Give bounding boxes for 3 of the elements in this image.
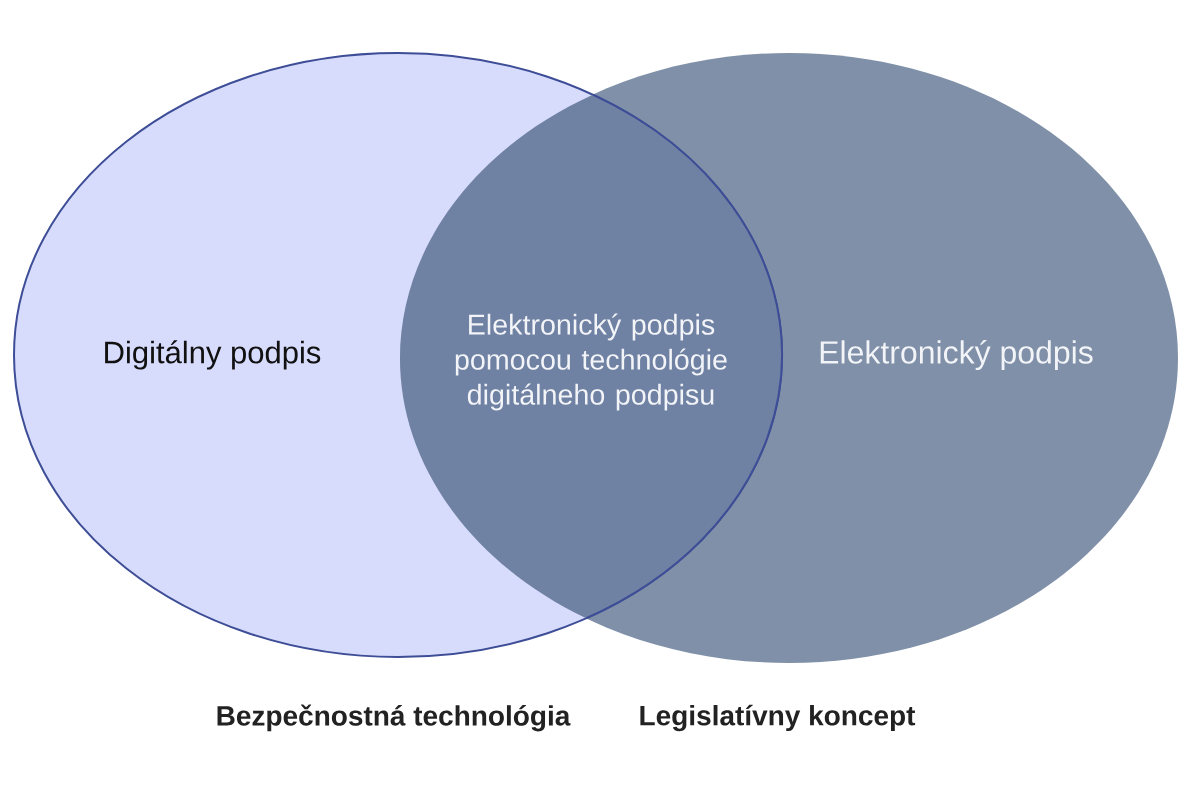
set-label: Legislatívny koncept (640, 704, 916, 732)
overlap-region: Elektronický podpis pomocou technológie digitálneho podpisu (399, 93, 783, 620)
set-label: Bezpečnostná technológia (217, 704, 571, 732)
